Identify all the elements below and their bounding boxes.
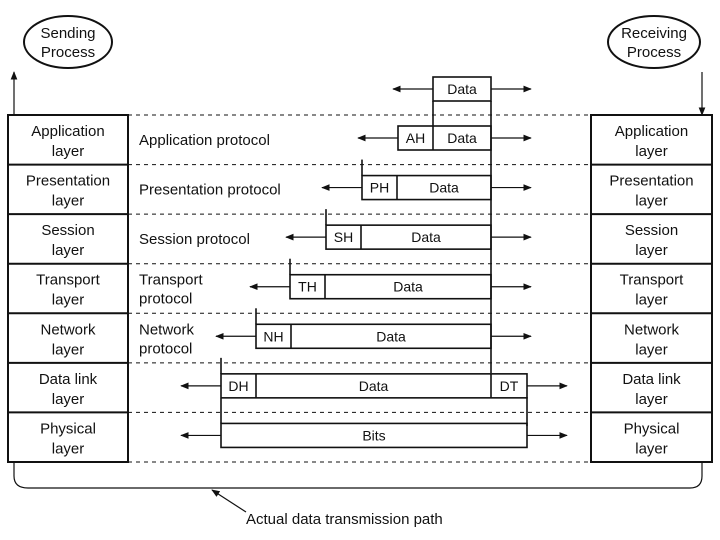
- sending-layer-6: Physical layer: [40, 420, 96, 457]
- sending-process: Sending Process: [23, 15, 113, 69]
- sending-layer-name: Session: [41, 222, 94, 239]
- sending-layer-5: Data link layer: [39, 371, 98, 408]
- packet-2: SH Data: [285, 209, 532, 250]
- receiving-layer-name: Presentation: [609, 173, 693, 190]
- sending-layer-3: Transport layer: [36, 272, 100, 309]
- sending-layer-1: Presentation layer: [26, 173, 110, 210]
- receiving-process-line-1: Receiving: [621, 25, 687, 42]
- protocol-label: Network: [139, 321, 195, 338]
- receiving-layer-3: Transport layer: [620, 272, 684, 309]
- packet-header: NH: [263, 328, 283, 344]
- packet-payload: Data: [429, 180, 459, 196]
- protocol-label: Presentation protocol: [139, 182, 281, 199]
- transmission-path: [13, 462, 703, 489]
- receiving-layer-name: Application: [615, 123, 688, 140]
- sending-layer-name: Network: [40, 321, 96, 338]
- receiving-stack-frame: [590, 114, 713, 463]
- receiving-layer-0: Application layer: [615, 123, 688, 160]
- packet-header: DH: [228, 378, 248, 394]
- packet-5: DH DT Data: [180, 357, 568, 399]
- sending-process-line-2: Process: [41, 44, 95, 61]
- packet-header: TH: [298, 279, 317, 295]
- receiving-layer-6: Physical layer: [624, 420, 680, 457]
- bits-label: Bits: [362, 427, 385, 443]
- packet-0: AH Data: [357, 125, 532, 151]
- packet-payload: Data: [411, 229, 441, 245]
- protocol-label-line-2: protocol: [139, 340, 192, 357]
- receiving-layer-suffix: layer: [635, 391, 668, 408]
- sending-stack: ApplicationlayerPresentationlayerSession…: [7, 114, 129, 463]
- packet-1: PH Data: [321, 159, 532, 201]
- receiving-layer-5: Data link layer: [622, 371, 681, 408]
- sending-layer-name: Presentation: [26, 173, 110, 190]
- receiving-layer-4: Network layer: [624, 321, 680, 358]
- receiving-layer-name: Data link: [622, 371, 681, 388]
- sending-layer-suffix: layer: [52, 292, 85, 309]
- receiving-layer-name: Session: [625, 222, 678, 239]
- receiving-process: Receiving Process: [607, 15, 701, 69]
- packet-frame: [289, 273, 492, 300]
- sending-layer-suffix: layer: [52, 440, 85, 457]
- sending-layer-4: Network layer: [40, 321, 96, 358]
- receiving-layer-suffix: layer: [635, 242, 668, 259]
- packet-6: Bits: [180, 398, 568, 449]
- sending-layer-2: Session layer: [41, 222, 94, 259]
- sending-layer-0: Application layer: [31, 123, 104, 160]
- layer-separators: [128, 114, 591, 463]
- packet-payload: Data: [447, 130, 477, 146]
- sending-layer-suffix: layer: [52, 242, 85, 259]
- receiving-process-line-2: Process: [627, 44, 681, 61]
- top-data-packet: Data: [392, 76, 532, 102]
- protocol-label: Transport: [139, 272, 203, 289]
- receiving-layer-suffix: layer: [635, 143, 668, 160]
- protocol-label: Application protocol: [139, 132, 270, 149]
- packet-payload: Data: [376, 328, 406, 344]
- sending-layer-name: Data link: [39, 371, 98, 388]
- packet-header: SH: [334, 229, 353, 245]
- sending-stack-frame: [7, 114, 129, 463]
- sending-layer-name: Transport: [36, 272, 100, 289]
- packet-trailer: DT: [500, 378, 519, 394]
- receiving-layer-suffix: layer: [635, 193, 668, 210]
- receiving-layer-name: Physical: [624, 420, 680, 437]
- transmission-path-label: Actual data transmission path: [246, 511, 443, 528]
- receiving-layer-suffix: layer: [635, 341, 668, 358]
- top-data-label: Data: [447, 81, 477, 97]
- sending-layer-suffix: layer: [52, 341, 85, 358]
- sending-layer-suffix: layer: [52, 193, 85, 210]
- packet-4: NH Data: [215, 308, 532, 350]
- protocol-label: Session protocol: [139, 231, 250, 248]
- sending-layer-name: Application: [31, 123, 104, 140]
- sending-layer-suffix: layer: [52, 143, 85, 160]
- packet-3: TH Data: [249, 258, 532, 300]
- sending-process-line-1: Sending: [40, 25, 95, 42]
- packet-header: PH: [370, 180, 389, 196]
- receiving-layer-1: Presentation layer: [609, 173, 693, 210]
- sending-layer-name: Physical: [40, 420, 96, 437]
- receiving-layer-2: Session layer: [625, 222, 678, 259]
- protocol-label-line-2: protocol: [139, 291, 192, 308]
- receiving-layer-suffix: layer: [635, 292, 668, 309]
- receiving-layer-suffix: layer: [635, 440, 668, 457]
- packet-payload: Data: [393, 279, 423, 295]
- receiving-stack: ApplicationlayerPresentationlayerSession…: [590, 114, 713, 463]
- receiving-layer-name: Transport: [620, 272, 684, 289]
- transmission-path-pointer: [211, 489, 247, 513]
- packet-payload: Data: [359, 378, 389, 394]
- packet-header: AH: [406, 130, 425, 146]
- receiving-layer-name: Network: [624, 321, 680, 338]
- sending-layer-suffix: layer: [52, 391, 85, 408]
